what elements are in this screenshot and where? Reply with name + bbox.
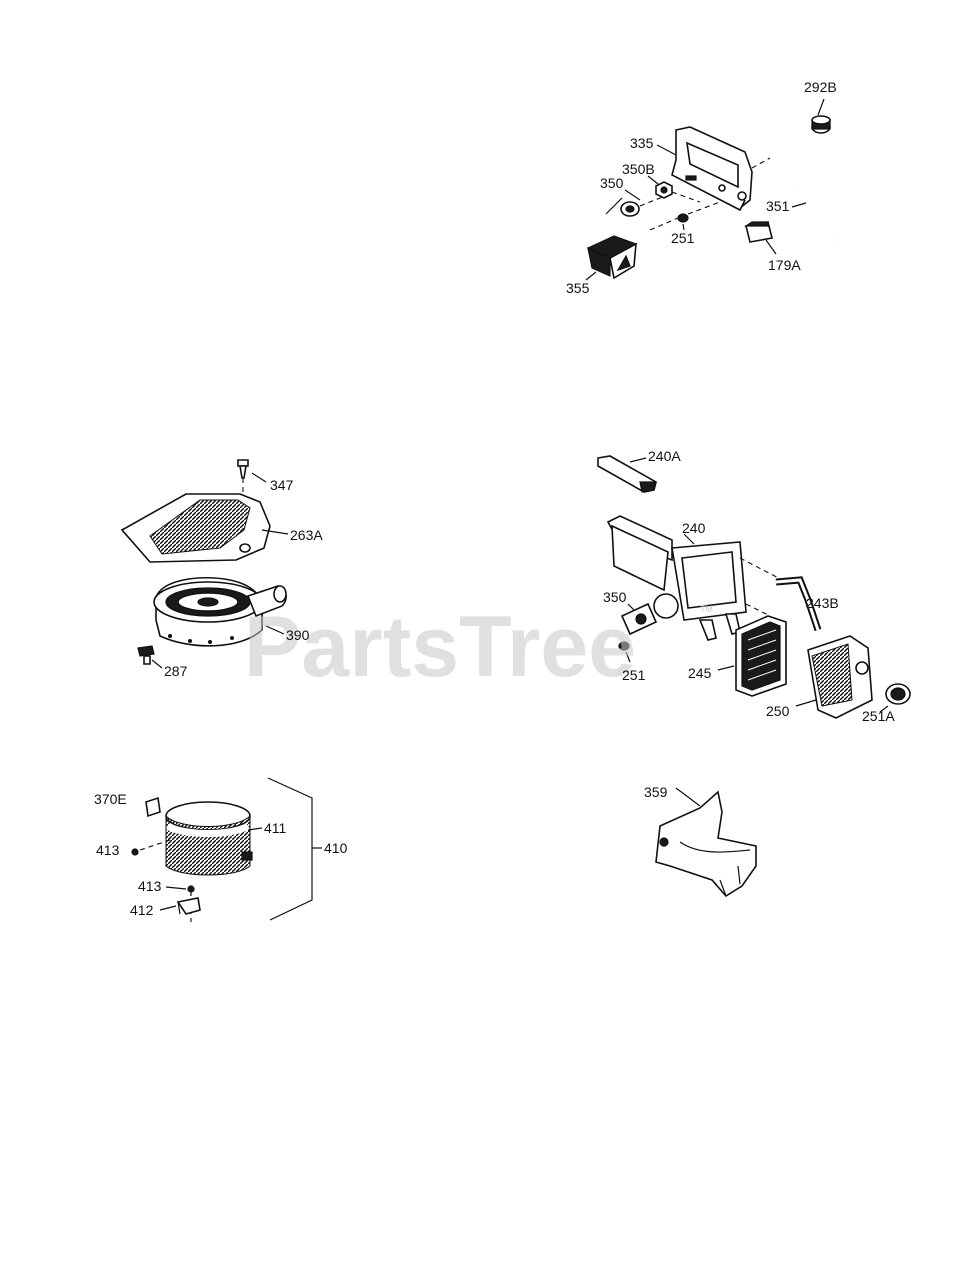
callout-350B: 350B (622, 161, 655, 177)
callout-250: 250 (766, 703, 790, 719)
callout-412: 412 (130, 902, 154, 918)
part-350-clip-mid[interactable] (620, 602, 658, 636)
callout-411: 411 (264, 820, 287, 836)
part-355-pad[interactable] (586, 235, 638, 280)
callout-347: 347 (270, 477, 294, 493)
part-370E-decal[interactable] (145, 796, 161, 818)
watermark-text: PartsTree (244, 599, 636, 695)
top-right-assembly (585, 98, 837, 281)
part-347-screw[interactable] (237, 459, 249, 479)
callout-179A: 179A (768, 257, 801, 273)
callout-251-mid: 251 (622, 667, 646, 683)
callout-413-b: 413 (138, 878, 162, 894)
callout-labels: 292B 335 350B 350 351 251 179A 355 347 2… (94, 79, 895, 918)
callout-370E: 370E (94, 791, 127, 807)
callout-243B: 243B (806, 595, 839, 611)
part-413-screw-a[interactable] (131, 848, 139, 856)
part-351-hose[interactable] (794, 188, 837, 242)
part-413-screw-b[interactable] (187, 885, 195, 896)
callout-251: 251 (671, 230, 695, 246)
callout-292B: 292B (804, 79, 837, 95)
part-350B-nut[interactable] (655, 181, 673, 199)
bottom-right-assembly (655, 787, 757, 898)
part-251A-knob[interactable] (885, 683, 911, 705)
callout-355: 355 (566, 280, 590, 296)
callout-359: 359 (644, 784, 668, 800)
part-263A-cover[interactable] (120, 493, 271, 563)
middle-right-assembly (597, 455, 911, 719)
callout-263A: 263A (290, 527, 323, 543)
part-287-screw[interactable] (137, 645, 155, 665)
bracket-410 (267, 777, 313, 921)
part-245-filter[interactable] (735, 615, 787, 697)
part-359-shroud[interactable] (655, 790, 757, 898)
callout-390: 390 (286, 627, 310, 643)
callout-350: 350 (600, 175, 624, 191)
part-251-nut-mid[interactable] (618, 641, 630, 651)
middle-left-assembly (120, 459, 289, 669)
callout-240A: 240A (648, 448, 681, 464)
part-240A-gasket[interactable] (597, 455, 657, 493)
part-251-nut-top[interactable] (677, 213, 689, 223)
callout-350-mid: 350 (603, 589, 627, 605)
part-350-clip[interactable] (605, 197, 640, 217)
part-292B-grommet[interactable] (811, 115, 831, 134)
callout-410: 410 (324, 840, 348, 856)
part-411-precleaner[interactable] (165, 801, 253, 876)
part-335-bracket[interactable] (671, 126, 753, 212)
part-240-base[interactable] (606, 515, 747, 641)
callout-287: 287 (164, 663, 188, 679)
callout-245: 245 (688, 665, 712, 681)
callout-251A: 251A (862, 708, 895, 724)
part-250-cover[interactable] (807, 635, 873, 719)
callout-335: 335 (630, 135, 654, 151)
callout-351: 351 (766, 198, 790, 214)
part-412-bracket[interactable] (176, 897, 201, 915)
part-179A-clip[interactable] (744, 221, 773, 243)
part-390-housing[interactable] (153, 577, 287, 647)
watermark-trademark: TM (700, 604, 713, 614)
part-243B-breather-tube[interactable] (775, 576, 822, 632)
callout-240: 240 (682, 520, 706, 536)
bottom-left-assembly (131, 777, 322, 922)
callout-413-a: 413 (96, 842, 120, 858)
watermark: PartsTree TM (244, 599, 713, 695)
